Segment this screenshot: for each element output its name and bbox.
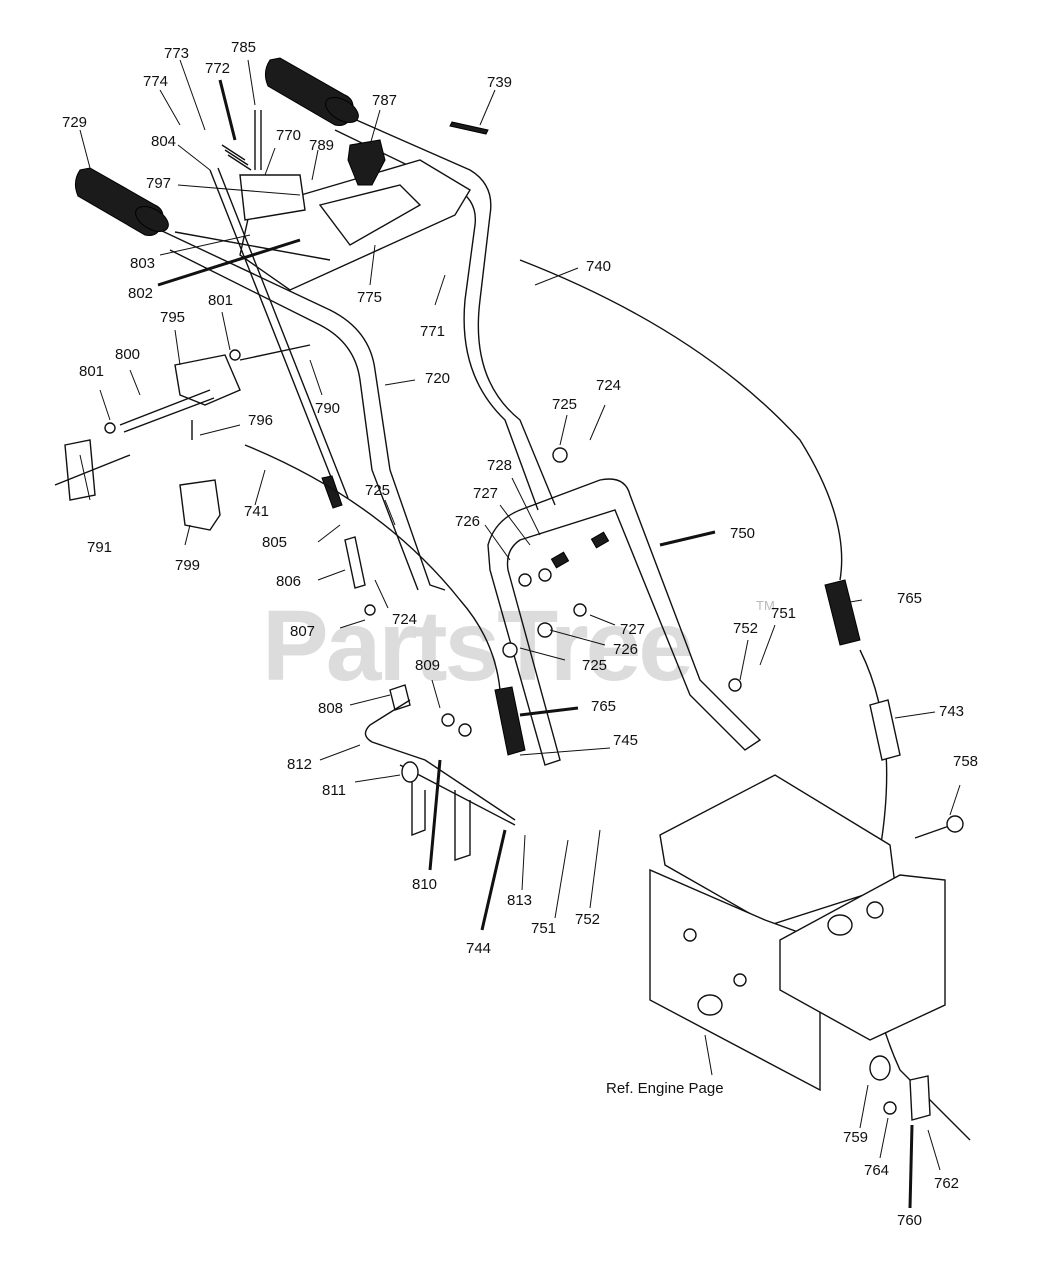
label-810: 810: [412, 876, 437, 893]
label-791: 791: [87, 539, 112, 556]
label-726-mid: 726: [613, 641, 638, 658]
upper-handle: [159, 110, 556, 591]
watermark-tm: TM: [756, 598, 775, 613]
part-labels: 773 785 774 772 729 787 739 804 770 789 …: [62, 39, 978, 1229]
label-803: 803: [130, 255, 155, 272]
watermark-text: PartsTree: [262, 590, 691, 702]
label-739: 739: [487, 74, 512, 91]
label-772: 772: [205, 60, 230, 77]
label-729: 729: [62, 114, 87, 131]
label-727-mid: 727: [620, 621, 645, 638]
label-795: 795: [160, 309, 185, 326]
label-764: 764: [864, 1162, 889, 1179]
label-745: 745: [613, 732, 638, 749]
label-741: 741: [244, 503, 269, 520]
label-811: 811: [322, 782, 346, 799]
label-812: 812: [287, 756, 312, 773]
label-752-bottom: 752: [575, 911, 600, 928]
label-770: 770: [276, 127, 301, 144]
label-752-top: 752: [733, 620, 758, 637]
label-720: 720: [425, 370, 450, 387]
label-728: 728: [487, 457, 512, 474]
label-762: 762: [934, 1175, 959, 1192]
grip-729-icon: [74, 167, 169, 236]
reference-label: Ref. Engine Page: [606, 1080, 724, 1097]
label-801-top: 801: [208, 292, 233, 309]
label-805: 805: [262, 534, 287, 551]
label-724-mid: 724: [392, 611, 417, 628]
label-809: 809: [415, 657, 440, 674]
label-744: 744: [466, 940, 491, 957]
label-751-bottom: 751: [531, 920, 556, 937]
label-800: 800: [115, 346, 140, 363]
engine-plate: [649, 699, 964, 1121]
label-787: 787: [372, 92, 397, 109]
label-802: 802: [128, 285, 153, 302]
label-740: 740: [586, 258, 611, 275]
label-759: 759: [843, 1129, 868, 1146]
label-725-mid: 725: [582, 657, 607, 674]
label-790: 790: [315, 400, 340, 417]
label-775: 775: [357, 289, 382, 306]
grip-top-icon: [264, 57, 359, 126]
label-760: 760: [897, 1212, 922, 1229]
label-796: 796: [248, 412, 273, 429]
label-758: 758: [953, 753, 978, 770]
label-797: 797: [146, 175, 171, 192]
label-725-left: 725: [365, 482, 390, 499]
lower-handle: [487, 447, 762, 766]
label-765-mid: 765: [591, 698, 616, 715]
leader-lines: [79, 59, 961, 1209]
label-801-left: 801: [79, 363, 104, 380]
left-linkage: [54, 344, 311, 531]
label-743: 743: [939, 703, 964, 720]
label-774: 774: [143, 73, 168, 90]
label-806: 806: [276, 573, 301, 590]
label-771: 771: [420, 323, 445, 340]
handle-grips: [74, 57, 359, 236]
watermark: PartsTree TM: [262, 590, 775, 702]
label-785: 785: [231, 39, 256, 56]
label-773: 773: [164, 45, 189, 62]
label-807: 807: [290, 623, 315, 640]
label-789: 789: [309, 137, 334, 154]
label-727-top: 727: [473, 485, 498, 502]
label-725-top: 725: [552, 396, 577, 413]
label-804: 804: [151, 133, 176, 150]
label-808: 808: [318, 700, 343, 717]
label-750: 750: [730, 525, 755, 542]
label-765-right: 765: [897, 590, 922, 607]
lower-left-linkage: [344, 536, 516, 861]
label-751-top: 751: [771, 605, 796, 622]
label-726-top: 726: [455, 513, 480, 530]
label-799: 799: [175, 557, 200, 574]
label-724-top: 724: [596, 377, 621, 394]
label-813: 813: [507, 892, 532, 909]
